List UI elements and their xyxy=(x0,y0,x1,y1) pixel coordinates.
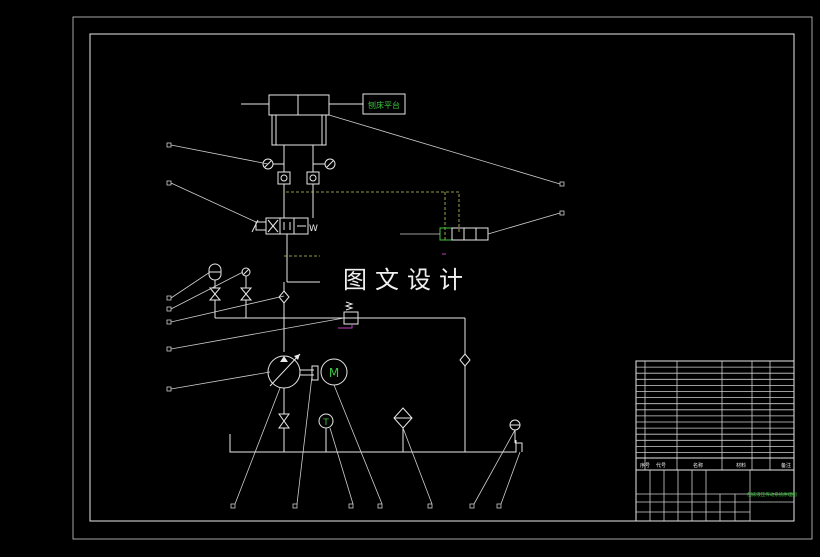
watermark-text: 图文设计 xyxy=(343,266,471,294)
check-valve-right xyxy=(306,171,320,185)
parts-list-rows xyxy=(636,366,794,453)
header-remarks: 备注 xyxy=(781,462,791,469)
title-block-lower: 刨床液压传动系统原理图 xyxy=(636,470,797,521)
valve-spring-label: W xyxy=(309,224,318,234)
leader-lines xyxy=(170,114,561,505)
thermometer: T xyxy=(318,413,334,452)
directional-control-valve: W xyxy=(251,217,318,235)
inner-frame-border xyxy=(89,33,795,522)
gauge-valve-left xyxy=(239,267,253,318)
pressure-gauge-right xyxy=(313,158,336,170)
level-gauge xyxy=(509,419,523,452)
check-valve-left xyxy=(277,171,291,185)
coupling xyxy=(300,365,319,381)
header-material: 材料 xyxy=(736,462,746,469)
header-name: 名称 xyxy=(693,462,703,469)
gate-valve-suction xyxy=(278,413,290,429)
item-balloons xyxy=(166,142,565,509)
thermometer-label: T xyxy=(322,418,329,428)
title-block-header: 序号 代号 名称 材料 备注 xyxy=(636,457,794,471)
machine-label: 刨床平台 xyxy=(368,100,400,110)
electric-motor: M xyxy=(320,358,348,386)
filter-return xyxy=(459,353,471,367)
machine-platform-box: 刨床平台 xyxy=(362,93,406,115)
header-code: 代号 xyxy=(656,462,666,469)
variable-displacement-pump xyxy=(267,353,301,389)
gate-valve-left xyxy=(208,287,222,318)
header-index: 序号 xyxy=(640,462,650,469)
hydraulic-cylinder xyxy=(241,94,363,146)
motor-label: M xyxy=(329,366,339,380)
solenoid-valve-right xyxy=(400,227,489,255)
outer-sheet-border xyxy=(72,16,813,540)
pilot-dashed-line-top xyxy=(286,191,460,232)
relief-valve xyxy=(338,301,359,329)
oil-tank xyxy=(229,434,517,453)
drawing-name: 刨床液压传动系统原理图 xyxy=(747,491,797,498)
